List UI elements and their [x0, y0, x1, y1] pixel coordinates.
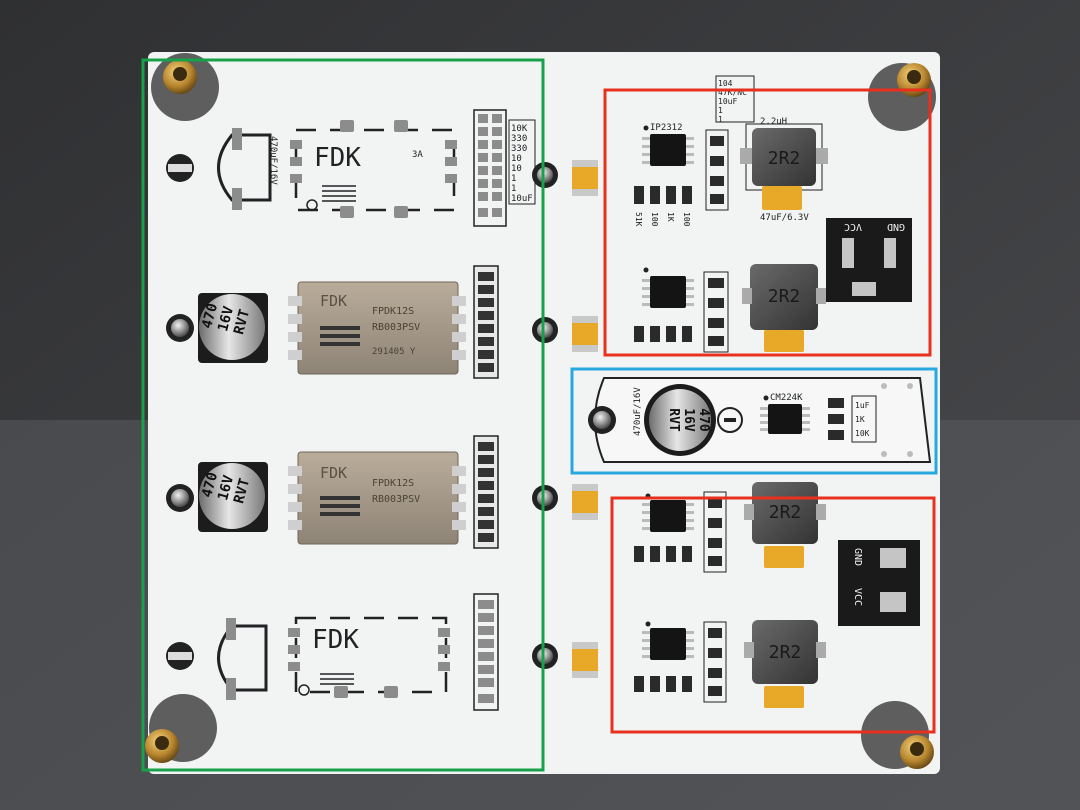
cap-rating-label-1: 470uF/16V	[268, 136, 278, 185]
res-value-4: 10	[511, 164, 522, 174]
cap-voltage-1: 16V	[215, 304, 237, 333]
resistor-array-3	[473, 435, 499, 549]
resistor-array-4	[473, 593, 499, 711]
controller-ic-top-2	[634, 267, 729, 353]
module-part-1: FPDK12S	[372, 306, 414, 317]
opt-values-block: 104 47K/NC 10uF 1 1	[715, 75, 755, 124]
module-footprint-bottom: FDK	[288, 616, 450, 698]
inductor-marking-3: 2R2	[769, 502, 802, 523]
cap-series-2: RVT	[231, 477, 253, 506]
small-value-2: 1K	[666, 212, 675, 222]
ic-label-mid: CM224K	[770, 393, 803, 403]
inductor-marking-4: 2R2	[769, 642, 802, 663]
module-date-1: 291405 Y	[372, 347, 416, 357]
module-code-2: RB003PSV	[372, 494, 420, 505]
resistor-array-2	[473, 265, 499, 379]
opt-value-4: 1	[718, 115, 723, 124]
resistor-array-1: 10K 330 330 10 10 1 1 10uF	[473, 109, 536, 227]
standoff-bottom-right	[861, 701, 934, 769]
inductor-top-2: 2R2	[742, 264, 826, 352]
inductor-marking-1: 2R2	[768, 148, 801, 169]
cap-series-3: RVT	[666, 408, 681, 432]
indicator-board: 470uF/16V 470 16V RVT CM224K 1uF 1K 10K	[588, 377, 932, 463]
mid-value-0: 1uF	[855, 401, 870, 410]
screw-terminal-4	[166, 642, 194, 670]
cap-footprint-2	[217, 618, 268, 700]
tantalum-cap-top: 47uF/6.3V	[760, 186, 809, 223]
standoff-top-right	[868, 63, 936, 131]
pin-gnd-top: GND	[887, 221, 905, 232]
res-value-5: 1	[511, 174, 516, 184]
controller-ic-bottom-1	[634, 491, 727, 573]
res-value-6: 1	[511, 184, 516, 194]
fdk-logo-bottom: FDK	[312, 625, 359, 655]
output-pad-4	[532, 643, 558, 669]
module-part-2: FPDK12S	[372, 478, 414, 489]
controller-ic-top: IP2312	[642, 123, 694, 166]
screw-terminal-2	[166, 314, 194, 342]
pin-vcc-top: VCC	[844, 221, 862, 232]
standoff-bottom-left	[145, 694, 217, 763]
small-value-3: 100	[682, 212, 691, 227]
screw-terminal-3	[166, 484, 194, 512]
ic-label-top: IP2312	[650, 123, 683, 133]
inductor-value-top: 2.2uH	[760, 117, 787, 127]
red-annotation-box-bottom	[610, 496, 936, 734]
cap-value-3: 470	[696, 408, 711, 432]
cap-series-1: RVT	[231, 308, 253, 337]
controller-ic-bottom-2	[634, 621, 727, 703]
opt-value-1: 47K/NC	[718, 88, 747, 97]
tantalum-cap-1	[572, 160, 598, 196]
red-annotation-box-top	[603, 88, 932, 357]
tantalum-rating: 47uF/6.3V	[760, 213, 809, 223]
cap-rating-label-2: 470uF/16V	[633, 387, 643, 436]
module-brand-1: FDK	[320, 292, 347, 310]
passives-row-top: 51K 100 1K 100	[634, 129, 729, 227]
res-value-7: 10uF	[511, 194, 533, 204]
power-pin-block-bottom: GND VCC	[838, 540, 920, 626]
module-code-1: RB003PSV	[372, 322, 420, 333]
current-rating: 3A	[412, 150, 423, 160]
res-value-2: 330	[511, 144, 527, 154]
pin-vcc-bottom: VCC	[852, 588, 863, 606]
cap-value-1: 470	[199, 302, 221, 331]
opt-value-0: 104	[718, 79, 733, 88]
output-pad-3	[532, 485, 558, 511]
cap-voltage-2: 16V	[215, 473, 237, 502]
standoff-top-left	[151, 53, 219, 121]
module-footprint-top: FDK 3A	[290, 120, 457, 218]
blue-annotation-box	[570, 367, 938, 475]
output-pad-2	[532, 317, 558, 343]
electrolytic-cap-2: 470 16V RVT	[198, 462, 268, 532]
power-pin-block: GND VCC	[826, 218, 912, 302]
green-annotation-box	[141, 58, 545, 772]
inductor-top-1: 2.2uH 2R2	[740, 117, 828, 191]
tantalum-cap-4	[572, 642, 598, 678]
res-value-0: 10K	[511, 124, 528, 134]
cap-footprint-1: 470uF/16V	[217, 128, 278, 210]
opt-value-3: 1	[718, 106, 723, 115]
tantalum-cap-2	[572, 316, 598, 352]
opt-value-2: 10uF	[718, 97, 737, 106]
cap-voltage-3: 16V	[681, 408, 696, 432]
small-value-1: 100	[650, 212, 659, 227]
mid-value-1: 1K	[855, 415, 865, 424]
fdk-logo-top: FDK	[314, 143, 361, 173]
inductor-bottom-2: 2R2	[744, 620, 826, 708]
dc-module-2: FDK FPDK12S RB003PSV	[288, 451, 466, 545]
screw-terminal-1	[166, 154, 194, 182]
output-pad-1	[532, 162, 558, 188]
cap-value-2: 470	[199, 471, 221, 500]
module-brand-2: FDK	[320, 464, 347, 482]
inductor-marking-2: 2R2	[768, 286, 801, 307]
tantalum-cap-3	[572, 484, 598, 520]
electrolytic-cap-1: 470 16V RVT	[198, 293, 268, 363]
mid-value-2: 10K	[855, 429, 870, 438]
pin-gnd-bottom: GND	[852, 548, 863, 566]
small-value-0: 51K	[634, 212, 643, 227]
dc-module-1: FDK FPDK12S RB003PSV 291405 Y	[288, 281, 466, 375]
res-value-3: 10	[511, 154, 522, 164]
res-value-1: 330	[511, 134, 527, 144]
